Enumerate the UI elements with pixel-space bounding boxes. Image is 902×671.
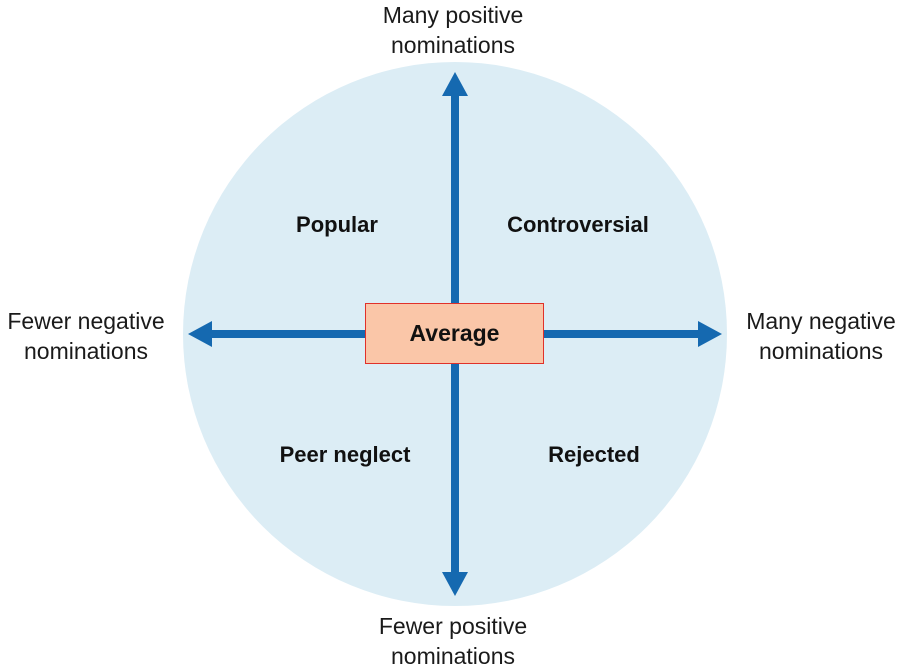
axis-label-top-line1: Many positive xyxy=(382,2,524,28)
axis-label-left: Fewer negative nominations xyxy=(0,306,172,366)
axis-label-right-line2: nominations xyxy=(758,338,884,364)
axis-label-right-line1: Many negative xyxy=(746,308,896,334)
axis-label-top-line2: nominations xyxy=(390,32,516,58)
quadrant-popular: Popular xyxy=(296,212,378,237)
axis-label-bottom-line1: Fewer positive xyxy=(378,613,528,639)
quadrant-rejected: Rejected xyxy=(548,442,640,467)
axis-label-bottom-line2: nominations xyxy=(390,643,516,669)
axis-label-right: Many negative nominations xyxy=(736,306,902,366)
arrow-left-icon xyxy=(188,321,212,347)
quadrant-peer-neglect: Peer neglect xyxy=(279,442,411,467)
axis-label-left-line2: nominations xyxy=(23,338,149,364)
axis-label-bottom: Fewer positive nominations xyxy=(303,611,603,671)
center-box-fill xyxy=(365,303,544,364)
arrow-up-icon xyxy=(442,72,468,96)
arrow-down-icon xyxy=(442,572,468,596)
arrow-right-icon xyxy=(698,321,722,347)
axis-label-top: Many positive nominations xyxy=(303,0,603,60)
center-average-box: Average xyxy=(365,303,544,364)
quadrant-controversial: Controversial xyxy=(507,212,649,237)
axis-label-left-line1: Fewer negative xyxy=(7,308,165,334)
